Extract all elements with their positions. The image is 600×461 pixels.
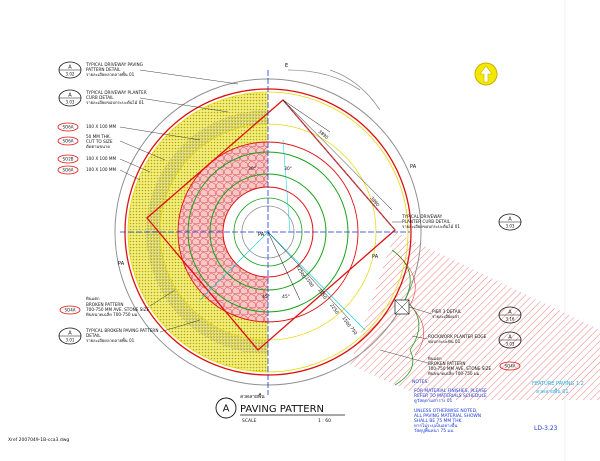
svg-text:CURB DETAIL: CURB DETAIL bbox=[86, 95, 114, 100]
svg-text:50 MM THK.: 50 MM THK. bbox=[86, 134, 111, 139]
drawing-title-block: A ลวดลายพื้น PAVING PATTERN SCALE 1 : 60 bbox=[215, 391, 345, 424]
svg-text:SO6A: SO6A bbox=[63, 168, 74, 173]
axis-label-e: E bbox=[285, 63, 288, 69]
drawing-title-thai: ลวดลายพื้น bbox=[240, 391, 265, 400]
rockwork-edge bbox=[391, 249, 420, 386]
svg-text:100 X 100 MM: 100 X 100 MM bbox=[86, 167, 116, 172]
svg-text:TYPICAL DRIVEWAY PLANTER: TYPICAL DRIVEWAY PLANTER bbox=[85, 90, 147, 95]
svg-text:หินขนาดเฉลี่ย 700-750 มม.: หินขนาดเฉลี่ย 700-750 มม. bbox=[86, 311, 139, 317]
dim-label: 750 bbox=[348, 326, 358, 337]
sheet-title-thai: ลวดลายพื้น 01 bbox=[536, 386, 569, 395]
svg-text:รายละเอียดลวดลายพื้น 01: รายละเอียดลวดลายพื้น 01 bbox=[86, 71, 135, 77]
dim-label: 1850 bbox=[316, 288, 328, 301]
north-arrow-icon bbox=[474, 62, 498, 86]
angle-label: 30° bbox=[248, 166, 256, 172]
callouts-right: TYPICAL DRIVEWAY PLANTER CURB DETAIL ราย… bbox=[379, 213, 522, 376]
svg-text:SO6A: SO6A bbox=[63, 139, 74, 144]
drawing-title: PAVING PATTERN bbox=[240, 404, 324, 415]
callout-tag[interactable] bbox=[57, 165, 79, 175]
svg-text:BROKEN PATTERN: BROKEN PATTERN bbox=[86, 302, 123, 307]
svg-text:TYPICAL DRIVEWAY PAVING: TYPICAL DRIVEWAY PAVING bbox=[85, 62, 143, 67]
svg-text:ตัดตามขนาด: ตัดตามขนาด bbox=[86, 144, 110, 149]
paving-plan: PA PA PA PA 3890 3890 R2500 1850 2250 15… bbox=[114, 63, 600, 400]
dim-label: 1500 bbox=[340, 316, 352, 329]
sheet-title: FEATURE PAVING 1.2 bbox=[532, 381, 584, 387]
svg-text:A: A bbox=[68, 331, 72, 337]
callout-tag[interactable] bbox=[57, 122, 79, 132]
svg-text:A: A bbox=[223, 404, 230, 415]
svg-text:700-750 MM AVE. STONE SIZE: 700-750 MM AVE. STONE SIZE bbox=[428, 366, 492, 371]
svg-text:TYPICAL BROKEN PAVING PATTERN: TYPICAL BROKEN PAVING PATTERN bbox=[85, 328, 158, 333]
svg-text:รายละเอียดลวดลายพื้น 01: รายละเอียดลวดลายพื้น 01 bbox=[86, 337, 135, 343]
section-marker[interactable] bbox=[215, 397, 237, 419]
svg-text:ROCKWORK PLANTER EDGE: ROCKWORK PLANTER EDGE bbox=[428, 334, 487, 339]
svg-text:FOR MATERIAL FINISHES, PLEASE: FOR MATERIAL FINISHES, PLEASE bbox=[414, 388, 487, 394]
red-square-outline bbox=[146, 99, 396, 351]
callouts-left: A 3.02 TYPICAL DRIVEWAY PAVING PATTERN D… bbox=[57, 61, 239, 181]
svg-text:ALL PAVING MATERIAL SHOWN: ALL PAVING MATERIAL SHOWN bbox=[414, 413, 481, 419]
callout-tag[interactable] bbox=[57, 154, 79, 164]
svg-text:3.02: 3.02 bbox=[66, 72, 75, 77]
callout-tag[interactable] bbox=[57, 136, 79, 146]
svg-text:700-750 MM AVE. STONE SIZE: 700-750 MM AVE. STONE SIZE bbox=[86, 307, 150, 312]
svg-text:100 X 100 MM: 100 X 100 MM bbox=[86, 124, 116, 129]
svg-text:PLANTER CURB DETAIL: PLANTER CURB DETAIL bbox=[402, 219, 451, 224]
notes-heading: NOTES: bbox=[412, 379, 429, 385]
svg-text:A: A bbox=[508, 310, 512, 316]
svg-text:หินขนาดเฉลี่ย 700-750 มม.: หินขนาดเฉลี่ย 700-750 มม. bbox=[428, 370, 481, 376]
svg-text:PIER 3 DETAIL: PIER 3 DETAIL bbox=[432, 309, 462, 314]
svg-text:SHALL BE 75 MM THK.: SHALL BE 75 MM THK. bbox=[414, 418, 463, 424]
xref-label: Xref 2007049-1B-cca3.dwg bbox=[8, 437, 69, 443]
svg-text:3.01: 3.01 bbox=[66, 338, 75, 343]
svg-text:3.03: 3.03 bbox=[66, 100, 75, 105]
drawing-number: LD-3.23 bbox=[534, 425, 558, 432]
pa-label: PA bbox=[118, 261, 125, 267]
svg-text:หากไม่ระบุเป็นอย่างอื่น: หากไม่ระบุเป็นอย่างอื่น bbox=[414, 421, 457, 429]
svg-text:รายละเอียดขอบกระบะต้นไม้ 01: รายละเอียดขอบกระบะต้นไม้ 01 bbox=[402, 223, 460, 229]
svg-text:DETAIL: DETAIL bbox=[86, 333, 101, 338]
svg-text:SO4A: SO4A bbox=[65, 308, 76, 313]
svg-text:รายละเอียดเสา: รายละเอียดเสา bbox=[432, 314, 459, 319]
svg-text:SO2B: SO2B bbox=[63, 157, 74, 162]
scale-value: 1 : 60 bbox=[318, 418, 331, 424]
notes-block: NOTES: FOR MATERIAL FINISHES, PLEASE REF… bbox=[412, 379, 487, 434]
svg-text:วัสดุปูพื้นหนา 75 มม.: วัสดุปูพื้นหนา 75 มม. bbox=[414, 427, 455, 434]
svg-text:REFER TO MATERIALS SCHEDULE: REFER TO MATERIALS SCHEDULE bbox=[414, 393, 487, 399]
svg-text:A: A bbox=[508, 217, 512, 223]
svg-text:100 X 100 MM: 100 X 100 MM bbox=[86, 156, 116, 161]
sheet-info: FEATURE PAVING 1.2 ลวดลายพื้น 01 LD-3.23 bbox=[532, 0, 584, 461]
angle-label: 45° bbox=[262, 294, 270, 300]
svg-text:UNLESS OTHERWISE NOTED,: UNLESS OTHERWISE NOTED, bbox=[414, 408, 477, 414]
svg-text:SO6A: SO6A bbox=[63, 125, 74, 130]
svg-text:3.03: 3.03 bbox=[506, 342, 515, 347]
svg-text:CUT TO SIZE: CUT TO SIZE bbox=[86, 139, 113, 144]
svg-text:SO4A: SO4A bbox=[505, 364, 516, 369]
scale-label: SCALE bbox=[242, 418, 257, 424]
pa-label: PA bbox=[372, 254, 379, 260]
callouts-bottom-left: SO4A หินแตก BROKEN PATTERN 700-750 MM AV… bbox=[58, 289, 201, 345]
svg-text:TYPICAL DRIVEWAY: TYPICAL DRIVEWAY bbox=[401, 214, 443, 219]
dim-label: 1500 bbox=[303, 276, 315, 289]
svg-text:หินแตก: หินแตก bbox=[428, 356, 442, 361]
svg-text:หินแตก: หินแตก bbox=[86, 296, 100, 301]
svg-text:รายละเอียดขอบกระบะต้นไม้ 01: รายละเอียดขอบกระบะต้นไม้ 01 bbox=[86, 99, 144, 105]
svg-text:A: A bbox=[68, 65, 72, 71]
svg-text:BROKEN PATTERN: BROKEN PATTERN bbox=[428, 361, 465, 366]
callout-tag[interactable] bbox=[59, 305, 81, 315]
svg-text:ดูวัสดุตามตาราง 01: ดูวัสดุตามตาราง 01 bbox=[414, 398, 453, 404]
dim-label: 2250 bbox=[328, 303, 340, 316]
pa-label: PA bbox=[258, 232, 265, 238]
pa-label: PA bbox=[410, 164, 417, 170]
svg-text:PATTERN DETAIL: PATTERN DETAIL bbox=[86, 67, 121, 72]
svg-text:ขอบกระบะหิน 01: ขอบกระบะหิน 01 bbox=[428, 339, 461, 344]
svg-text:3.16: 3.16 bbox=[506, 317, 515, 322]
svg-text:A: A bbox=[508, 335, 512, 341]
svg-text:A: A bbox=[68, 93, 72, 99]
angle-label: 45° bbox=[282, 294, 290, 300]
callout-tag[interactable] bbox=[499, 361, 521, 371]
angle-label: 30° bbox=[284, 166, 292, 172]
svg-text:3.03: 3.03 bbox=[506, 224, 515, 229]
